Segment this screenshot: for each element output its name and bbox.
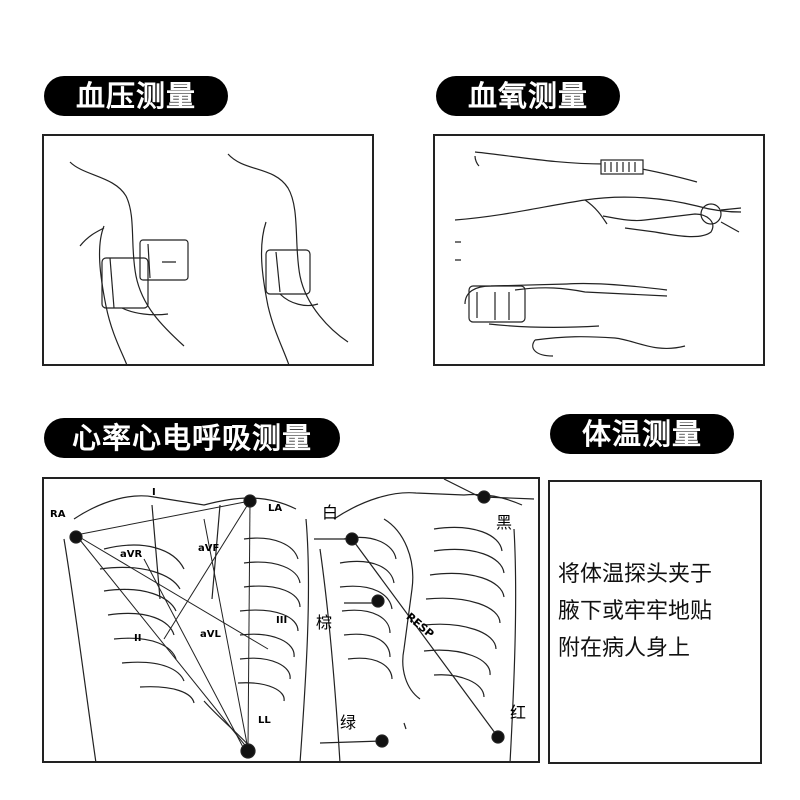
label-lead-ii: II (134, 633, 142, 644)
ecg-chest-illustration (63, 479, 535, 761)
temp-line: 腋下或牢牢地贴 (558, 599, 713, 624)
label-black: 黑 (496, 513, 513, 532)
label-lead-i: I (152, 487, 156, 498)
bp-arm-illustration (69, 153, 349, 364)
ecg-panel: RA LA LL aVR aVF aVL I II III RESP 白 黑 棕… (42, 477, 540, 763)
label-white: 白 (322, 503, 339, 522)
ecg-title: 心率心电呼吸测量 (44, 418, 340, 458)
temp-instruction: 将体温探头夹于 腋下或牢牢地贴 附在病人身上 (558, 556, 748, 667)
temp-line: 附在病人身上 (558, 636, 691, 661)
label-ll: LL (258, 715, 271, 726)
temp-line: 将体温探头夹于 (558, 562, 713, 587)
spo2-finger-illustration (454, 151, 742, 357)
label-brown: 棕 (316, 613, 333, 632)
temp-panel: 将体温探头夹于 腋下或牢牢地贴 附在病人身上 (548, 480, 762, 764)
label-green: 绿 (340, 713, 357, 732)
label-red: 红 (510, 703, 527, 722)
label-avr: aVR (120, 549, 143, 560)
spo2-title: 血氧测量 (436, 76, 620, 116)
label-avf: aVF (198, 543, 220, 554)
bp-panel (42, 134, 374, 366)
label-ra: RA (50, 509, 66, 520)
label-lead-iii: III (276, 615, 288, 626)
spo2-panel (433, 134, 765, 366)
temp-title: 体温测量 (550, 414, 734, 454)
label-la: LA (268, 503, 283, 514)
label-avl: aVL (200, 629, 221, 640)
bp-title: 血压测量 (44, 76, 228, 116)
